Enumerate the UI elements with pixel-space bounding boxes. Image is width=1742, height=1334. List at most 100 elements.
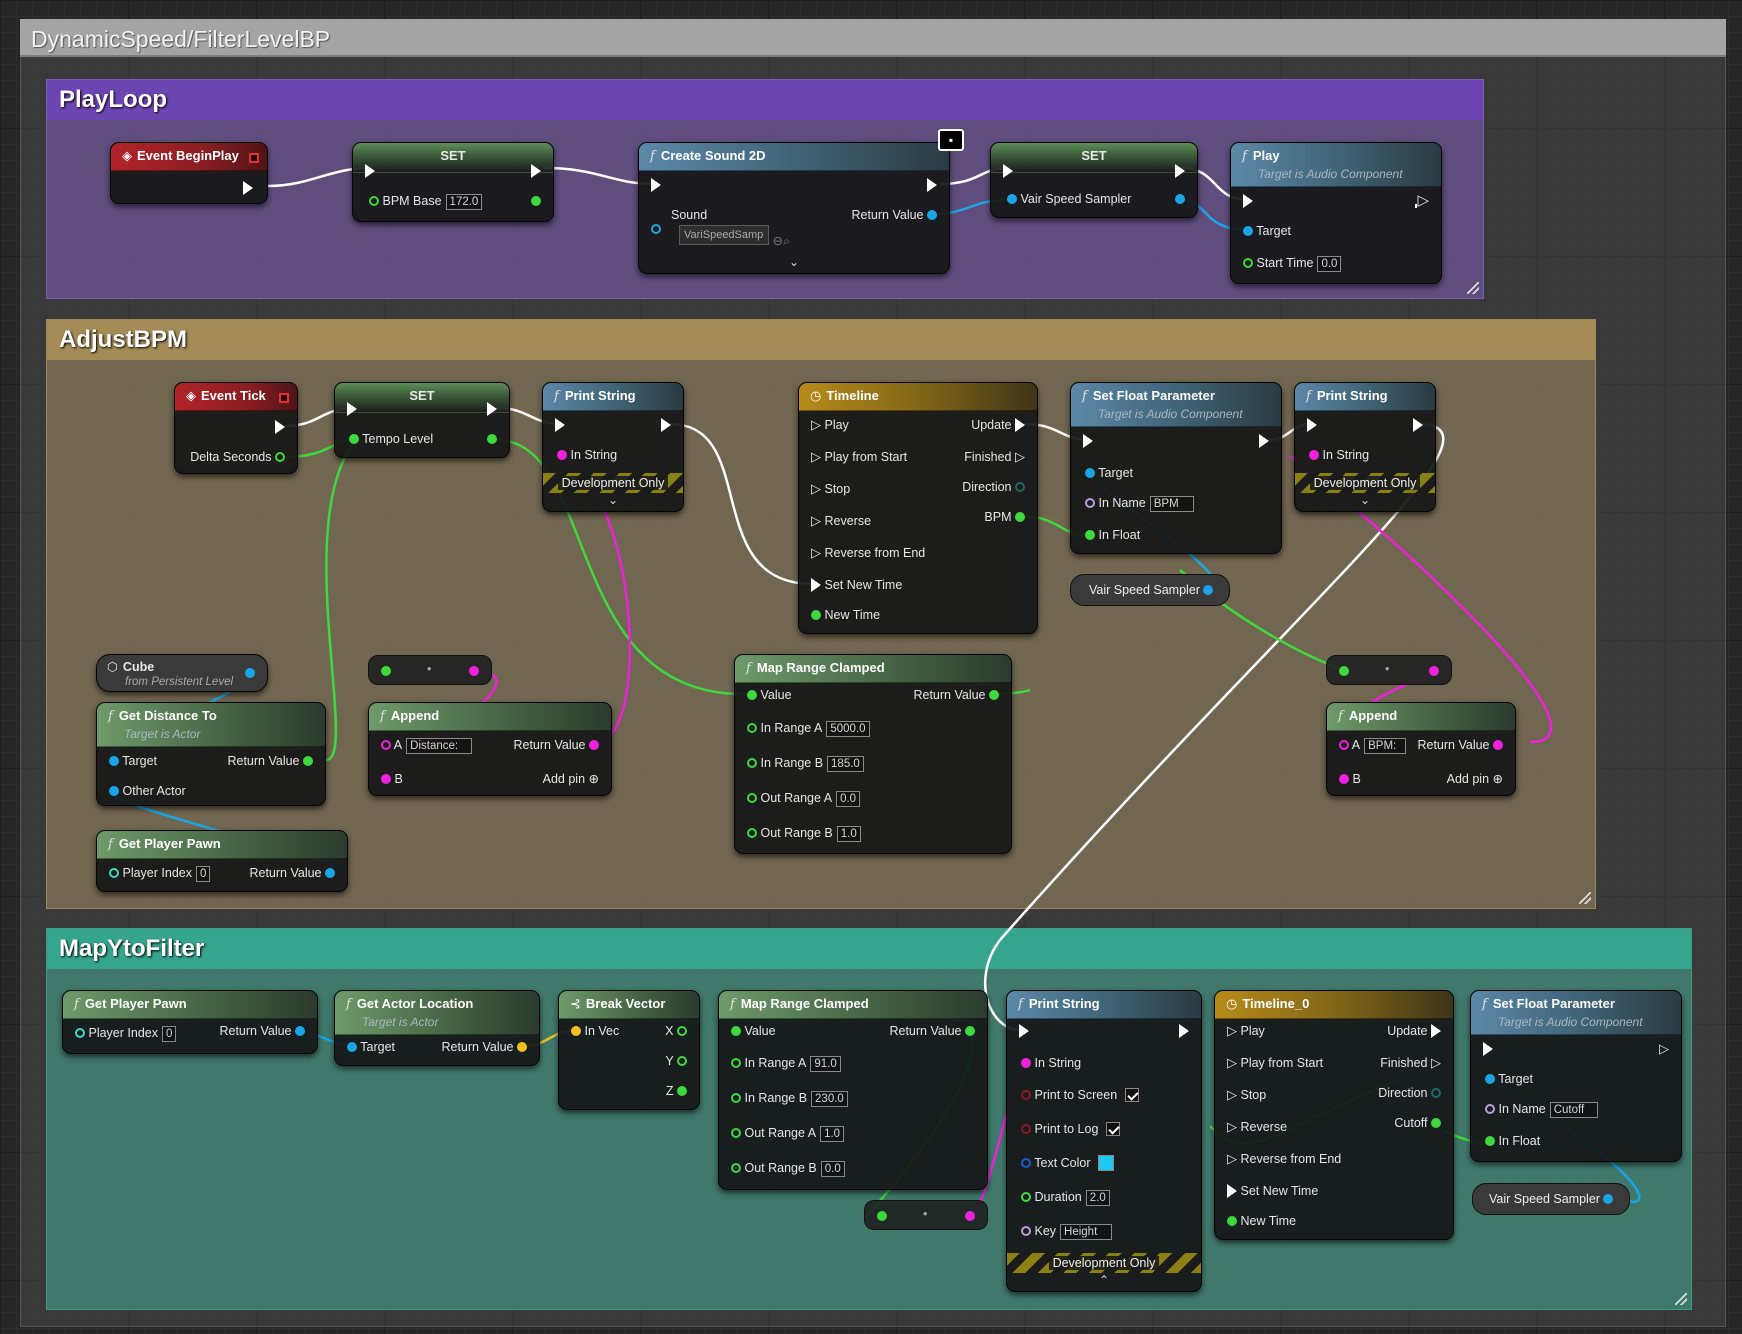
exec-in-pin[interactable]: [1483, 1041, 1493, 1057]
in-range-a-field[interactable]: 5000.0: [826, 721, 870, 737]
asset-browse-icon[interactable]: ⊖⌕: [772, 234, 790, 248]
exec-out-pin[interactable]: [275, 419, 285, 435]
start-time-field[interactable]: 0.0: [1317, 256, 1342, 272]
timeline-direction-pin[interactable]: Direction: [1378, 1085, 1441, 1101]
b-pin[interactable]: B: [1339, 771, 1361, 787]
duration-field[interactable]: 2.0: [1085, 1190, 1110, 1206]
sound-asset-dropdown[interactable]: VariSpeedSamp ⌄ ⊖⌕: [679, 225, 790, 249]
set-tempo-level-node[interactable]: SET Tempo Level: [334, 382, 510, 458]
exec-in-pin[interactable]: [1019, 1023, 1029, 1039]
exec-out-pin[interactable]: [243, 180, 253, 196]
vair-speed-sampler-getter[interactable]: Vair Speed Sampler: [1070, 574, 1230, 606]
exec-in-pin[interactable]: [365, 163, 375, 179]
in-float-pin[interactable]: In Float: [1085, 527, 1140, 543]
timeline-node[interactable]: ◷Timeline ▷ Play ▷ Play from Start ▷ Sto…: [798, 382, 1038, 634]
exec-in-pin[interactable]: [1003, 163, 1013, 179]
timeline-new-time-pin[interactable]: New Time: [1227, 1213, 1296, 1229]
exec-in-pin[interactable]: [1307, 417, 1317, 433]
target-pin[interactable]: Target: [1085, 465, 1133, 481]
in-string-pin[interactable]: In String: [1021, 1055, 1081, 1071]
timeline-stop-pin[interactable]: ▷ Stop: [1227, 1087, 1267, 1102]
a-field[interactable]: BPM:: [1364, 738, 1407, 754]
out-range-b-field[interactable]: 1.0: [836, 826, 861, 842]
exec-out-pin[interactable]: ▷: [1415, 192, 1429, 209]
z-pin[interactable]: Z: [666, 1083, 687, 1099]
timeline-cutoff-pin[interactable]: Cutoff: [1394, 1115, 1441, 1131]
set-vair-speed-sampler-node[interactable]: SET Vair Speed Sampler: [990, 142, 1198, 218]
return-value-pin[interactable]: Return Value: [227, 753, 313, 769]
player-index-field[interactable]: 0: [161, 1026, 177, 1042]
exec-in-pin[interactable]: [651, 177, 661, 193]
timeline-play-pin[interactable]: ▷ Play: [811, 417, 849, 432]
in-float-pin[interactable]: In Float: [1485, 1133, 1540, 1149]
timeline-node-2[interactable]: ◷Timeline_0 ▷ Play ▷ Play from Start ▷ S…: [1214, 990, 1454, 1240]
resize-handle-icon[interactable]: [1675, 1293, 1687, 1305]
key-field[interactable]: Height: [1060, 1224, 1113, 1240]
target-pin[interactable]: Target: [1243, 223, 1291, 239]
timeline-set-new-time-pin[interactable]: Set New Time: [1227, 1183, 1318, 1199]
vair-speed-sampler-getter-2[interactable]: Vair Speed Sampler: [1472, 1183, 1630, 1215]
print-to-log-checkbox[interactable]: [1106, 1122, 1121, 1136]
timeline-finished-pin[interactable]: Finished ▷: [964, 449, 1025, 464]
text-color-pin[interactable]: Text Color: [1021, 1155, 1115, 1171]
print-to-log-pin[interactable]: Print to Log: [1021, 1121, 1121, 1137]
timeline-stop-pin[interactable]: ▷ Stop: [811, 481, 851, 496]
object-out-pin[interactable]: [245, 665, 255, 681]
exec-out-pin[interactable]: [661, 417, 671, 433]
timeline-finished-pin[interactable]: Finished ▷: [1380, 1055, 1441, 1070]
in-name-field[interactable]: Cutoff: [1549, 1102, 1598, 1118]
exec-in-pin[interactable]: [555, 417, 565, 433]
y-pin[interactable]: Y: [665, 1053, 687, 1069]
timeline-play-pin[interactable]: ▷ Play: [1227, 1023, 1265, 1038]
float-out-pin[interactable]: [531, 193, 541, 209]
out-range-b-field[interactable]: 0.0: [820, 1161, 845, 1177]
in-range-a-field[interactable]: 91.0: [810, 1056, 841, 1072]
a-field[interactable]: Distance:: [406, 738, 473, 754]
resize-handle-icon[interactable]: [1467, 282, 1479, 294]
return-value-pin[interactable]: Return Value: [1417, 737, 1503, 753]
exec-out-pin[interactable]: [487, 401, 497, 417]
delegate-pin[interactable]: [249, 150, 259, 166]
chevron-down-icon[interactable]: ⌄: [788, 255, 800, 269]
tempo-level-pin[interactable]: Tempo Level: [349, 431, 433, 447]
out-range-a-field[interactable]: 0.0: [836, 791, 861, 807]
value-pin[interactable]: Value: [731, 1023, 776, 1039]
timeline-update-pin[interactable]: Update: [971, 417, 1025, 433]
add-pin-button[interactable]: Add pin ⊕: [1447, 771, 1503, 787]
out-range-a-field[interactable]: 1.0: [820, 1126, 845, 1142]
print-to-screen-checkbox[interactable]: [1125, 1088, 1140, 1102]
timeline-reverse-from-end-pin[interactable]: ▷ Reverse from End: [1227, 1151, 1342, 1166]
return-value-pin[interactable]: Return Value: [913, 687, 999, 703]
float-out-pin[interactable]: [487, 431, 497, 447]
exec-out-pin[interactable]: [1175, 163, 1185, 179]
reroute-node-3[interactable]: •: [864, 1200, 988, 1230]
text-color-swatch[interactable]: [1098, 1155, 1115, 1171]
timeline-play-from-start-pin[interactable]: ▷ Play from Start: [1227, 1055, 1324, 1070]
return-value-pin[interactable]: Return Value: [851, 207, 937, 223]
exec-out-pin[interactable]: [1413, 417, 1423, 433]
value-pin[interactable]: Value: [747, 687, 792, 703]
delta-seconds-pin[interactable]: Delta Seconds: [190, 449, 285, 465]
exec-out-pin[interactable]: [1259, 433, 1269, 449]
object-out-pin[interactable]: [1175, 191, 1185, 207]
